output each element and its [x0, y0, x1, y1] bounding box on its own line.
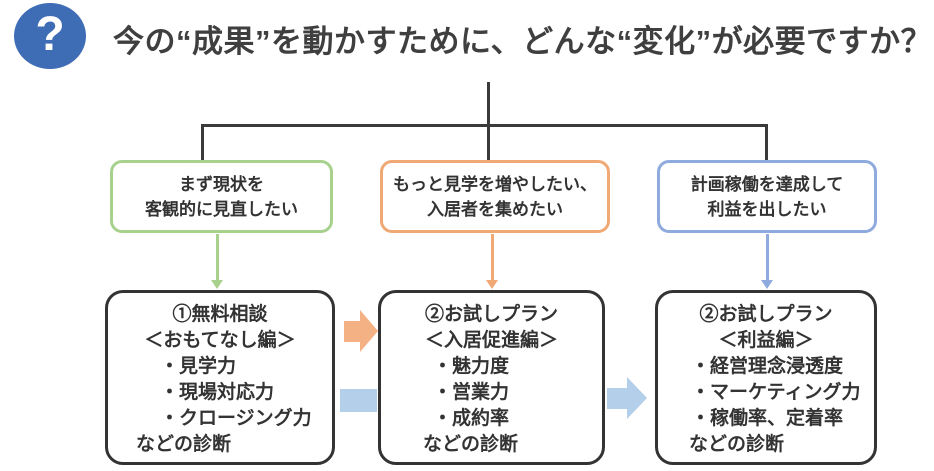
need-box-achieve-profit: 計画稼働を達成して 利益を出したい	[657, 160, 877, 233]
connector-drop-center	[487, 124, 490, 162]
arrow-head	[627, 377, 647, 419]
plan-item: ・現場対応力	[160, 382, 275, 403]
arrow-head	[486, 280, 498, 289]
plan-item: ・見学力	[160, 356, 237, 377]
plan-heading: ②お試しプラン	[424, 304, 558, 325]
arrow-plan1-to-plan3-tail	[340, 389, 377, 412]
need-box-review-status: まず現状を 客観的に見直したい	[110, 160, 333, 233]
arrow-plan2-to-plan3	[607, 377, 647, 420]
need-line: 客観的に見直したい	[145, 199, 298, 219]
plan-item: ・クロージング力	[160, 408, 312, 429]
down-arrow-green	[211, 234, 223, 289]
plan-subheading: ＜おもてなし編＞	[144, 330, 296, 351]
down-arrow-blue	[761, 234, 773, 289]
down-arrow-orange	[486, 234, 498, 289]
arrow-body	[607, 388, 627, 409]
arrow-stem	[215, 234, 219, 280]
question-icon-glyph: ?	[35, 8, 65, 61]
plan-box-free-consult: ①無料相談 ＜おもてなし編＞ ・見学力 ・現場対応力 ・クロージング力 などの診…	[105, 290, 335, 465]
need-line: もっと見学を増やしたい、	[393, 174, 597, 194]
arrow-head	[211, 280, 223, 289]
page-title: 今の“成果”を動かすために、どんな“変化”が必要ですか？	[113, 24, 933, 59]
plan-item: ・成約率	[433, 408, 510, 429]
need-line: 利益を出したい	[707, 199, 827, 219]
arrow-plan1-to-plan2	[344, 310, 378, 353]
connector-trunk	[487, 82, 490, 126]
connector-drop-right	[765, 124, 768, 162]
plan-item: ・営業力	[433, 382, 510, 403]
plan-heading: ②お試しプラン	[699, 304, 833, 325]
plan-heading: ①無料相談	[172, 304, 268, 325]
arrow-body	[344, 321, 360, 342]
need-line: 入居者を集めたい	[427, 199, 563, 219]
plan-box-trial-profit: ②お試しプラン ＜利益編＞ ・経営理念浸透度 ・マーケティング力 ・稼働率、定着…	[655, 290, 877, 465]
plan-item: ・稼働率、定着率	[691, 408, 844, 429]
plan-item: ・マーケティング力	[691, 382, 861, 403]
plan-footer: などの診断	[689, 434, 785, 455]
need-line: まず現状を	[179, 174, 264, 194]
plan-box-trial-occupancy: ②お試しプラン ＜入居促進編＞ ・魅力度 ・営業力 ・成約率 などの診断	[378, 290, 605, 465]
question-icon: ?	[14, 3, 86, 69]
arrow-stem	[490, 234, 494, 280]
plan-item: ・経営理念浸透度	[691, 356, 844, 377]
need-line: 計画稼働を達成して	[690, 174, 844, 194]
plan-subheading: ＜利益編＞	[718, 330, 814, 351]
connector-drop-left	[201, 124, 204, 162]
arrow-stem	[765, 234, 769, 280]
plan-footer: などの診断	[136, 434, 232, 455]
need-box-increase-visitors: もっと見学を増やしたい、 入居者を集めたい	[380, 160, 610, 233]
arrow-head	[761, 280, 773, 289]
plan-footer: などの診断	[423, 434, 519, 455]
plan-item: ・魅力度	[433, 356, 510, 377]
arrow-head	[360, 310, 378, 352]
connector-crossbar	[201, 124, 768, 127]
plan-subheading: ＜入居促進編＞	[424, 330, 558, 351]
